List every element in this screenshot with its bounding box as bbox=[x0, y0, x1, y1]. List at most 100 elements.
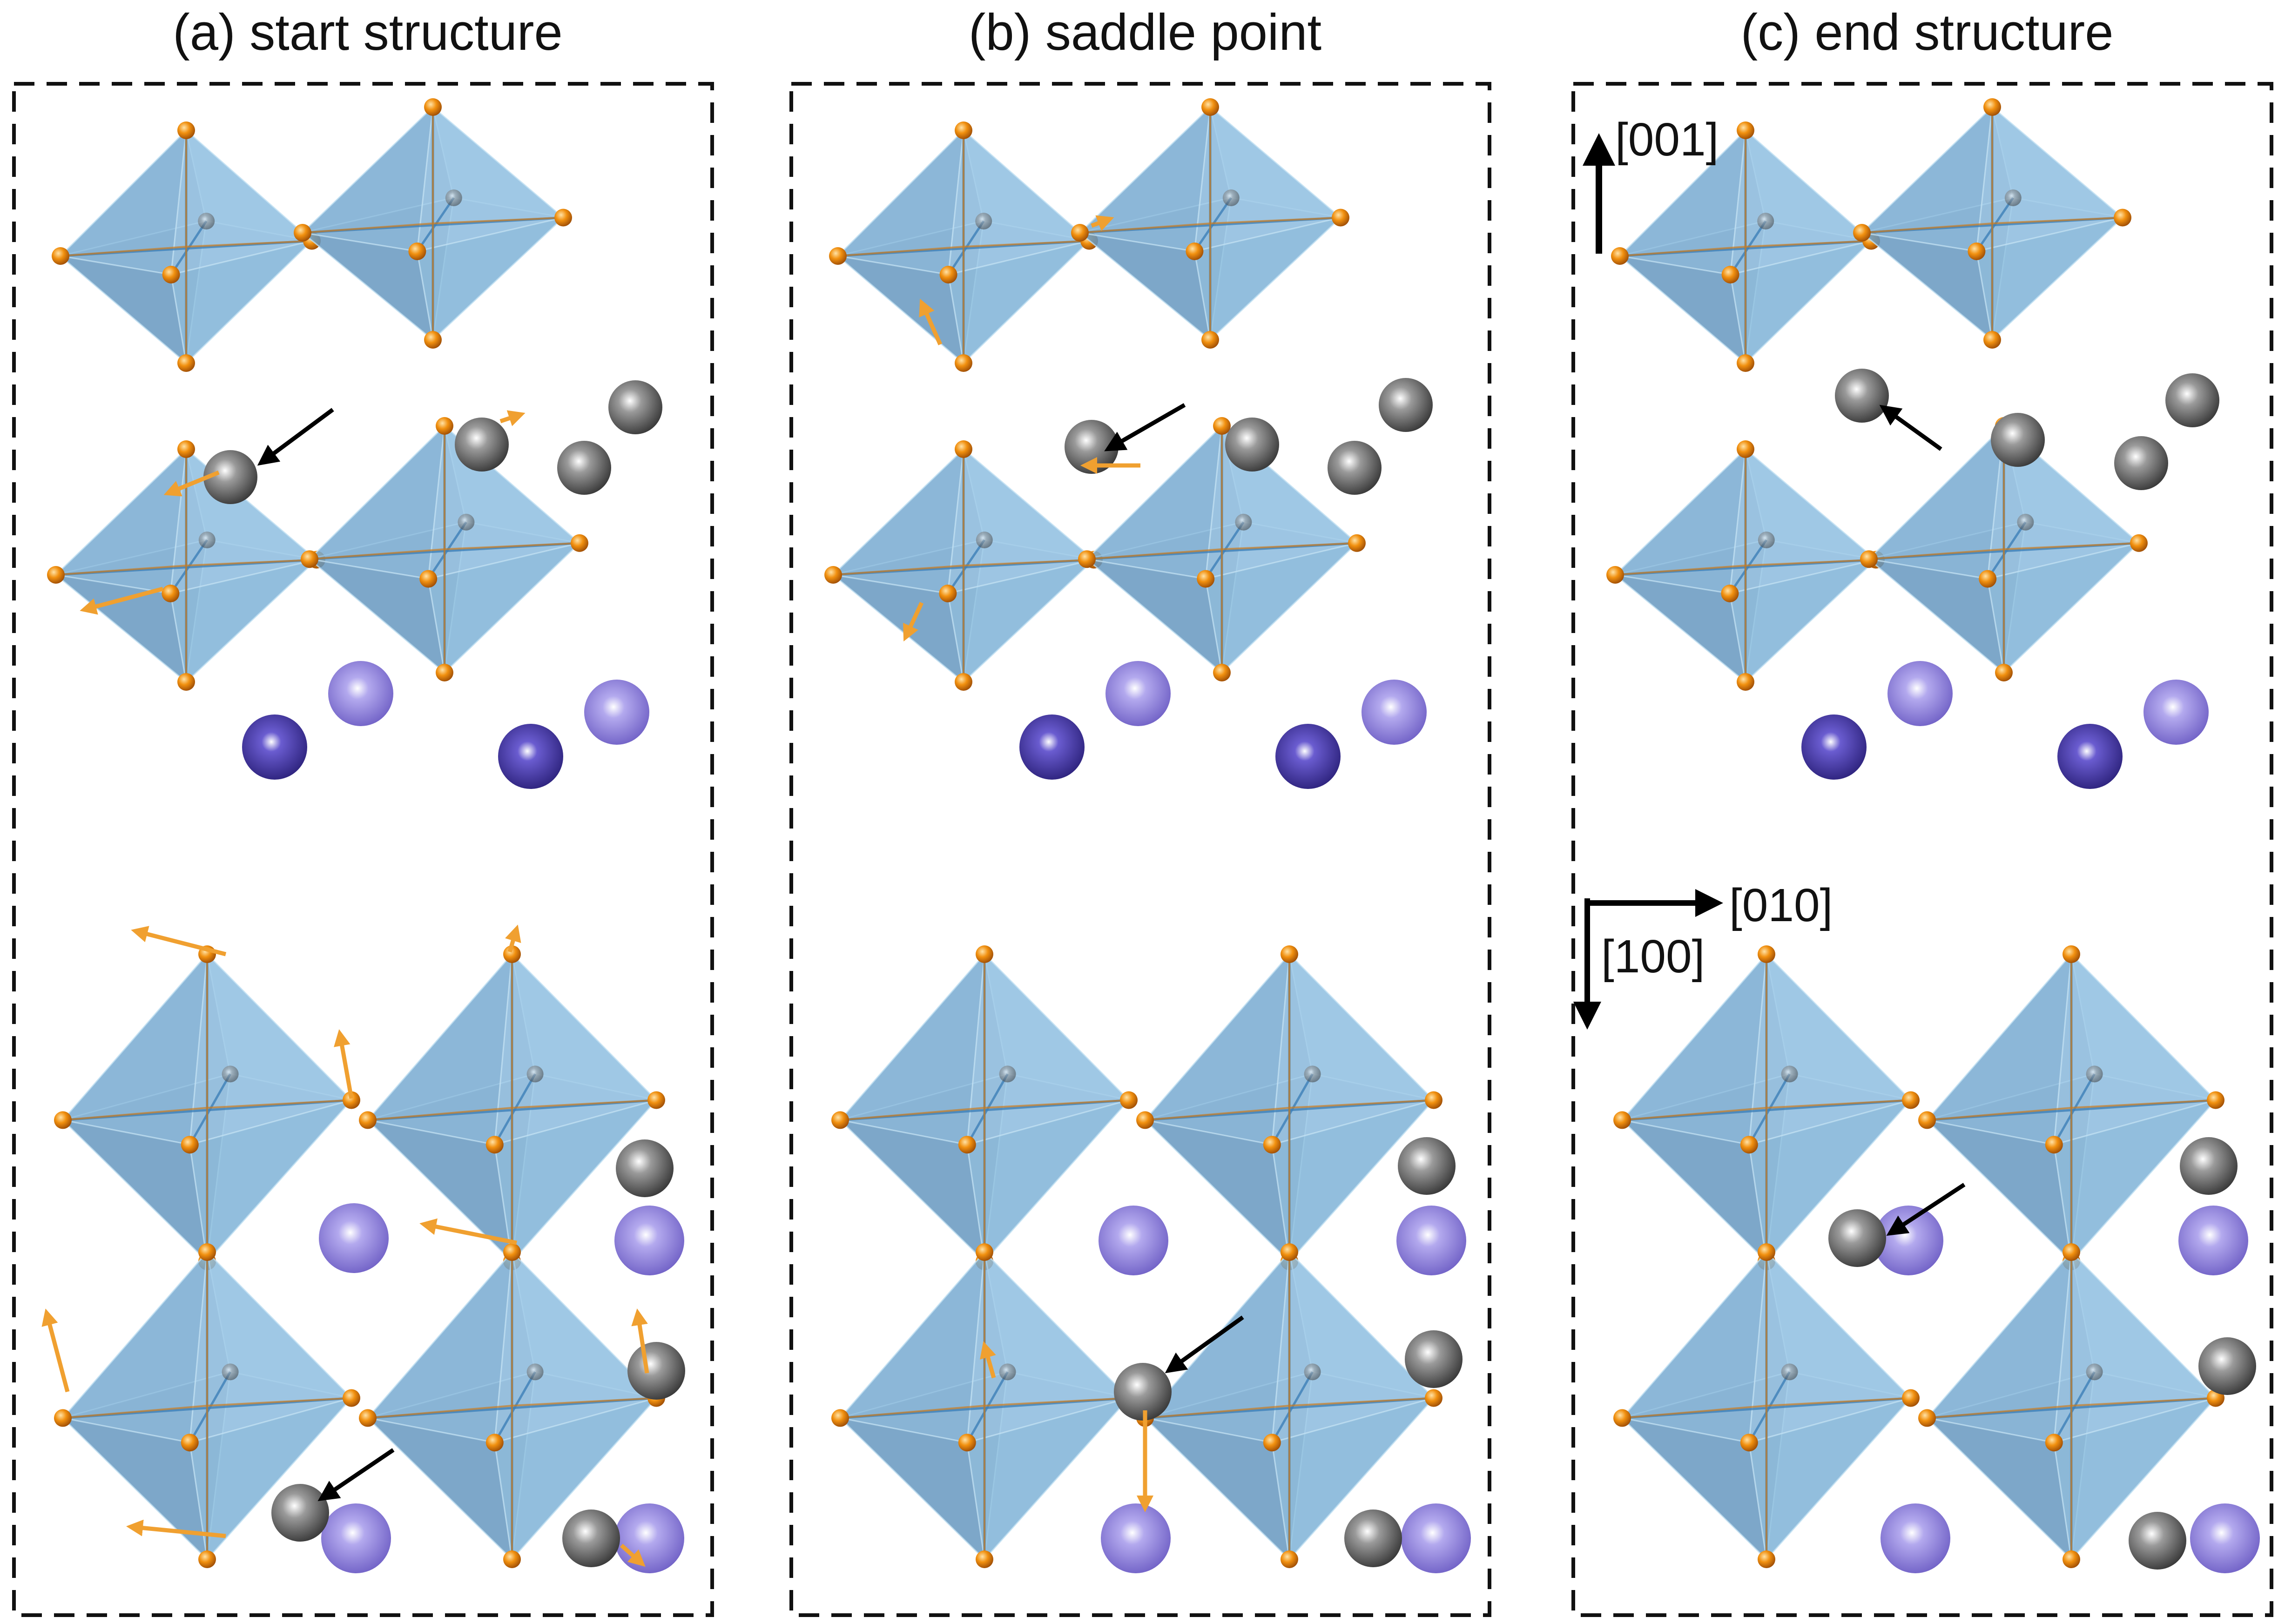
oxygen-atom bbox=[1606, 566, 1624, 584]
oxygen-atom bbox=[1968, 243, 1986, 260]
grey-atom bbox=[1328, 441, 1382, 495]
bond-line bbox=[367, 1405, 512, 1419]
hidden-atom bbox=[2004, 189, 2022, 206]
oxygen-atom bbox=[1281, 1243, 1298, 1261]
metal-oxygen-bond bbox=[169, 539, 208, 594]
bond-line bbox=[1622, 1405, 1767, 1419]
purple-atom-dark bbox=[498, 724, 563, 789]
oxygen-atom bbox=[54, 1111, 72, 1129]
oxygen-atom bbox=[1613, 1409, 1631, 1427]
oxygen-atom bbox=[1186, 243, 1204, 260]
hidden-atom bbox=[458, 513, 475, 531]
oxygen-atom bbox=[1902, 1091, 1920, 1109]
oxygen-atom bbox=[54, 1409, 72, 1427]
bond-line bbox=[1145, 1405, 1290, 1419]
oxygen-atom bbox=[1613, 1111, 1631, 1129]
oxygen-atom bbox=[424, 98, 442, 116]
oxygen-atom bbox=[294, 224, 311, 242]
oxygen-atom bbox=[359, 1111, 377, 1129]
bond-line bbox=[1745, 559, 1876, 566]
oxygen-atom bbox=[1737, 121, 1754, 139]
axis-010-label: [010] bbox=[1729, 879, 1833, 931]
oxygen-atom bbox=[1995, 664, 2013, 681]
oxygen-atom bbox=[2063, 1243, 2080, 1261]
panel-c-title: (c) end structure bbox=[1740, 4, 2114, 61]
octahedron-face bbox=[1987, 542, 2142, 674]
octahedron-face bbox=[1729, 558, 1879, 683]
hidden-atom bbox=[222, 1363, 239, 1381]
metal-oxygen-bond bbox=[1193, 197, 1232, 252]
purple-atom-dark bbox=[2057, 724, 2123, 789]
metal-oxygen-bond bbox=[1729, 539, 1767, 594]
oxygen-atom bbox=[343, 1389, 360, 1407]
oxygen-atom bbox=[831, 1111, 849, 1129]
bond-line bbox=[984, 1099, 1129, 1109]
purple-atom-light bbox=[614, 1206, 684, 1275]
upper-slab bbox=[824, 98, 1433, 789]
upper-slab bbox=[47, 98, 662, 789]
metal-oxygen-bond bbox=[966, 1073, 1009, 1146]
bond-line bbox=[367, 1107, 512, 1121]
oxygen-atom bbox=[958, 1136, 976, 1154]
grey-atom bbox=[1225, 418, 1279, 472]
bond-line bbox=[1079, 222, 1211, 234]
oxygen-atom bbox=[408, 243, 426, 260]
oxygen-atom bbox=[2207, 1091, 2224, 1109]
hidden-atom bbox=[2086, 1065, 2103, 1083]
purple-atom-light bbox=[1396, 1206, 1466, 1275]
grey-atom bbox=[1344, 1509, 1402, 1567]
oxygen-atom bbox=[162, 585, 180, 602]
grey-atom bbox=[1379, 378, 1433, 432]
bond-line bbox=[984, 1397, 1129, 1407]
bond-line bbox=[833, 565, 964, 576]
metal-oxygen-bond bbox=[1205, 521, 1245, 580]
purple-atom-light bbox=[328, 661, 393, 726]
bond-line bbox=[1221, 542, 1357, 550]
hidden-atom bbox=[1304, 1065, 1321, 1083]
panel-a-title: (a) start structure bbox=[173, 4, 563, 61]
octahedron-face bbox=[1271, 1098, 1436, 1263]
bond-line bbox=[1615, 565, 1746, 576]
displacement-arrow bbox=[631, 1308, 649, 1374]
panel-a-frame bbox=[12, 82, 714, 1617]
oxygen-atom bbox=[976, 1243, 993, 1261]
bond-line bbox=[1861, 222, 1993, 234]
oxygen-atom bbox=[1611, 247, 1629, 265]
bond-line bbox=[512, 1099, 657, 1109]
octahedron-face bbox=[494, 1098, 659, 1263]
oxygen-atom bbox=[1263, 1434, 1281, 1452]
bond-line bbox=[963, 559, 1094, 566]
displacement-arrow bbox=[419, 1218, 517, 1245]
oxygen-atom bbox=[1201, 98, 1219, 116]
purple-atom-light bbox=[1101, 1503, 1171, 1573]
grey-atom bbox=[1835, 369, 1889, 423]
hidden-atom bbox=[999, 1065, 1016, 1083]
octahedron-face bbox=[966, 1098, 1131, 1263]
bond-line bbox=[432, 216, 564, 224]
oxygen-atom bbox=[1281, 945, 1298, 963]
oxygen-atom bbox=[177, 121, 195, 139]
hidden-atom bbox=[2017, 513, 2034, 531]
oxygen-atom bbox=[198, 1243, 216, 1261]
oxygen-atom bbox=[1758, 1550, 1775, 1568]
oxygen-atom bbox=[1425, 1389, 1442, 1407]
purple-atom-light bbox=[1105, 661, 1171, 726]
oxygen-atom bbox=[1201, 331, 1219, 349]
oxygen-atom bbox=[554, 209, 572, 227]
oxygen-atom bbox=[829, 247, 847, 265]
oxygen-atom bbox=[2063, 945, 2080, 963]
metal-oxygen-bond bbox=[2053, 1073, 2096, 1146]
displacement-arrow bbox=[980, 1341, 996, 1379]
bond-line bbox=[837, 246, 964, 257]
octahedron-face bbox=[189, 1396, 354, 1561]
oxygen-atom bbox=[824, 566, 842, 584]
purple-atom-dark bbox=[1019, 714, 1085, 780]
oxygen-atom bbox=[1721, 266, 1739, 283]
oxygen-atom bbox=[958, 1434, 976, 1452]
hidden-atom bbox=[1235, 513, 1252, 531]
oxygen-atom bbox=[955, 121, 972, 139]
metal-oxygen-bond bbox=[427, 521, 467, 580]
oxygen-atom bbox=[1860, 550, 1878, 568]
oxygen-atom bbox=[976, 945, 993, 963]
bond-line bbox=[1619, 246, 1746, 257]
